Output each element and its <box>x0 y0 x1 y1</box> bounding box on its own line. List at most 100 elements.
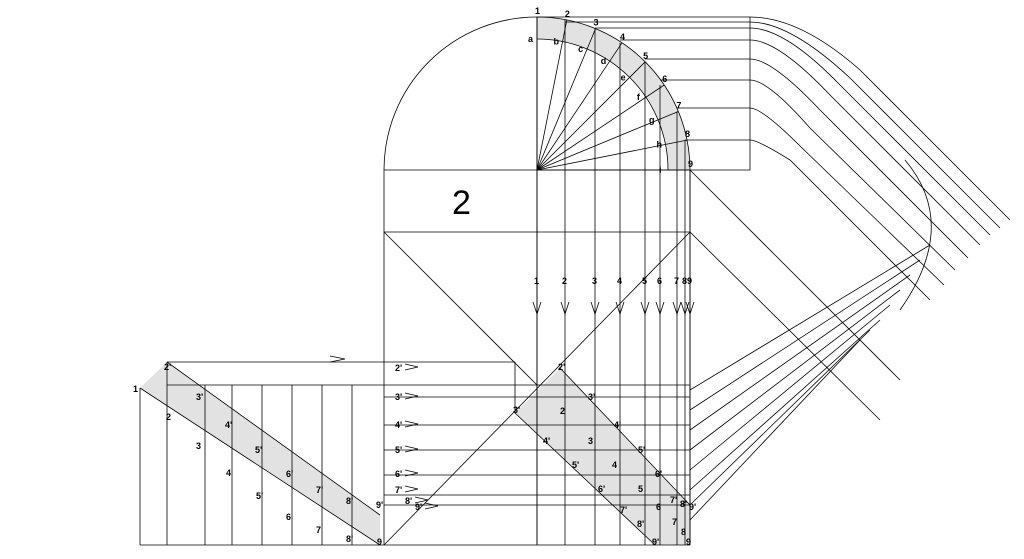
arc-number: 5 <box>643 51 648 61</box>
left-label: 2 <box>166 412 171 422</box>
arrow-head <box>532 301 542 316</box>
arrow-head <box>655 301 665 316</box>
left-label: 5' <box>256 491 263 501</box>
flow-arrow <box>404 392 419 400</box>
arc-letter: a <box>528 34 534 44</box>
arrow-head <box>640 301 650 316</box>
left-label: 5' <box>255 445 262 455</box>
flow-arrow <box>424 502 439 510</box>
mid-label: 5' <box>395 445 402 455</box>
left-label: 9 <box>377 537 382 547</box>
arc-number: 7 <box>676 100 681 110</box>
arc-letter: c <box>578 44 583 54</box>
arc-number: 6 <box>662 74 667 84</box>
mid-label: 7' <box>395 485 402 495</box>
flow-arrow <box>329 355 346 363</box>
right-label: 9' <box>689 502 696 512</box>
projection-lines <box>536 17 691 545</box>
right-label: 9' <box>652 537 659 547</box>
arc-number: 9 <box>688 159 693 169</box>
arrow-number: 8 <box>682 276 687 286</box>
arrow-head <box>672 301 682 316</box>
arrow-number: 5 <box>642 276 647 286</box>
left-label: 2' <box>164 362 171 372</box>
radial-line <box>536 139 688 171</box>
flow-arrow <box>404 420 419 428</box>
right-label: 5 <box>638 484 643 494</box>
mid-label: 8' <box>405 496 412 506</box>
right-label: 5' <box>638 445 645 455</box>
radial-line <box>536 84 665 171</box>
point-labels: 1a12b23c34d45e56f67g78h89i912'3'4'5'6'7'… <box>133 6 696 547</box>
right-label: 4 <box>612 460 617 470</box>
right-label: 2 <box>560 406 565 416</box>
right-label: 7' <box>620 505 627 515</box>
arrow-number: 1 <box>534 276 539 286</box>
arc-number: 1 <box>535 6 540 16</box>
right-label: 7' <box>670 495 677 505</box>
right-label: 4' <box>614 420 621 430</box>
left-label: 1 <box>133 384 138 394</box>
right-label: 3' <box>588 392 595 402</box>
left-label: 4' <box>225 420 232 430</box>
left-label: 7' <box>316 485 323 495</box>
projection-arrows <box>329 301 695 510</box>
radial-line <box>536 42 623 171</box>
left-band <box>140 362 380 545</box>
left-label: 9' <box>376 500 383 510</box>
view-number: 2 <box>452 184 471 222</box>
mid-label: 3' <box>395 392 402 402</box>
left-label: 8' <box>346 534 353 544</box>
left-label: 6' <box>286 469 293 479</box>
right-label: 3' <box>513 405 520 415</box>
flow-arrow <box>404 485 419 493</box>
left-label: 8' <box>346 496 353 506</box>
mid-label: 6' <box>395 469 402 479</box>
right-label: 8' <box>637 519 644 529</box>
arrow-head <box>590 301 600 316</box>
arrow-head <box>685 301 695 316</box>
flow-arrow <box>404 469 419 477</box>
flow-arrow <box>414 496 429 504</box>
flow-arrow <box>404 445 419 453</box>
right-label: 8' <box>680 499 687 509</box>
arrow-number: 2 <box>562 276 567 286</box>
arc-letter: h <box>656 139 662 149</box>
left-label: 4 <box>226 468 231 478</box>
mid-label: 9' <box>415 502 422 512</box>
right-label: 6 <box>656 502 661 512</box>
mid-label: 4' <box>395 420 402 430</box>
arc-letter: f <box>637 92 641 102</box>
right-label: 6' <box>655 469 662 479</box>
left-label: 6 <box>286 512 291 522</box>
arc-number: 8 <box>685 129 690 139</box>
arrow-head <box>615 301 625 316</box>
arrow-number: 6 <box>657 276 662 286</box>
arrow-number: 7 <box>674 276 679 286</box>
arc-letter: e <box>621 72 626 82</box>
flow-arrow <box>404 363 419 371</box>
arc-number: 4 <box>620 32 625 42</box>
left-label: 3' <box>196 392 203 402</box>
arc-number: 2 <box>565 9 570 19</box>
arrow-number: 4 <box>617 276 622 286</box>
left-label: 3 <box>196 441 201 451</box>
arc-letter: i <box>659 165 662 175</box>
arc-letter: b <box>554 37 560 47</box>
right-label: 3 <box>588 436 593 446</box>
arrow-number: 9 <box>687 276 692 286</box>
radial-line <box>536 19 568 171</box>
left-label: 7 <box>316 525 321 535</box>
radial-line <box>536 61 646 171</box>
right-label: 5' <box>572 460 579 470</box>
radial-lines <box>536 17 690 171</box>
mid-label: 2' <box>395 363 402 373</box>
right-band <box>515 368 690 545</box>
arc-letter: g <box>649 115 655 125</box>
right-label: 4' <box>543 436 550 446</box>
right-label: 7 <box>672 517 677 527</box>
arc-letter: d <box>601 56 607 66</box>
right-label: 8 <box>681 527 686 537</box>
radial-line <box>536 111 679 171</box>
